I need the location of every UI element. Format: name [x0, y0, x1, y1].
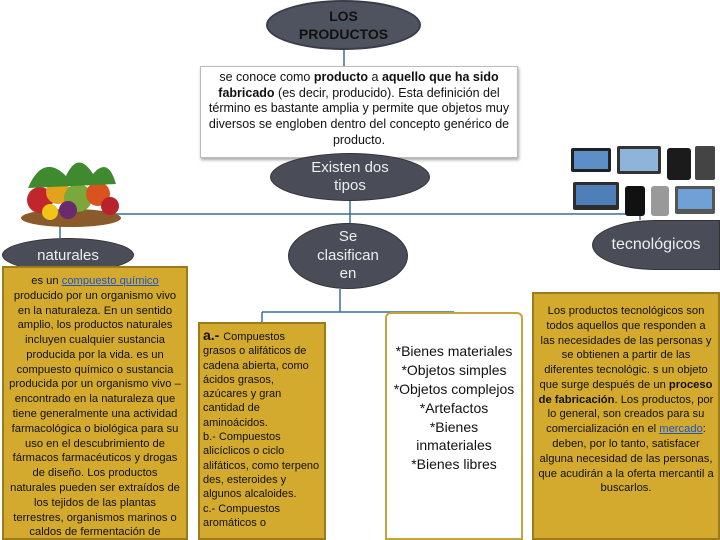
compuestos-b: b.- Compuestos alicíclicos o ciclo alifá… [203, 431, 320, 501]
bienes-item: *Objetos simples [401, 361, 507, 378]
tipos-line2: tipos [334, 177, 366, 194]
bienes-item: *Artefactos [419, 399, 489, 416]
title-line1: LOS [329, 7, 358, 24]
tecnologicos-description: Los productos tecnológicos son todos aqu… [532, 292, 720, 540]
compuestos-lead: a.- [203, 327, 224, 343]
tecnologicos-label: tecnológicos [611, 236, 701, 254]
title-line2: PRODUCTOS [298, 26, 389, 42]
clasifican-node: Se clasifican en [288, 223, 408, 289]
compuestos-first: Compuestos [223, 331, 285, 343]
definition-post: (es decir, producido). Esta definición d… [208, 85, 510, 147]
tec-text3: : deben, por lo tanto, satisfacer alguna… [538, 423, 714, 495]
definition-bold-producto: producto [313, 70, 369, 84]
definition-pre: se conoce como [219, 70, 314, 84]
naturales-label: naturales [37, 246, 99, 264]
bienes-item: *Bienes materiales [395, 343, 513, 359]
naturales-description: es un compuesto químico producido por un… [2, 266, 188, 540]
bienes-list: *Bienes materiales *Objetos simples *Obj… [385, 312, 523, 540]
tec-text2: . Los productos, por lo general, son cre… [546, 393, 714, 436]
definition-bold-fabricado: aquello que ha sido fabricado [218, 70, 499, 100]
tipos-line1: Existen dos [311, 159, 389, 176]
naturales-link-compuesto[interactable]: compuesto químico [61, 275, 159, 287]
naturales-text-pre: es un [31, 275, 62, 287]
bienes-item: *Bienes libres [411, 456, 497, 473]
definition-mid: a [368, 70, 382, 84]
clasifican-text: Se clasifican en [317, 227, 379, 283]
tec-bold-proceso: proceso de fabricación [538, 378, 713, 406]
compuestos-c: c.- Compuestos aromáticos o [203, 502, 281, 529]
tecnologicos-node: tecnológicos [592, 220, 720, 270]
definition-box: se conoce como producto a aquello que ha… [200, 66, 518, 158]
bienes-item: *Objetos complejos [393, 380, 515, 397]
vegetables-image [21, 162, 121, 227]
naturales-text-post: producido por un organismo vivo en la na… [9, 289, 181, 539]
title-node: LOS PRODUCTOS [266, 0, 421, 50]
tec-text1: Los productos tecnológicos son todos aqu… [539, 305, 712, 391]
tec-link-mercado[interactable]: mercado [659, 423, 703, 436]
tech-devices-image [571, 146, 715, 216]
bienes-item: *Bienes inmateriales [416, 418, 492, 454]
compuestos-description: a.- Compuestos grasos o alifáticos de ca… [198, 322, 326, 540]
compuestos-a: grasos o alifáticos de cadena abierta, c… [203, 345, 309, 429]
